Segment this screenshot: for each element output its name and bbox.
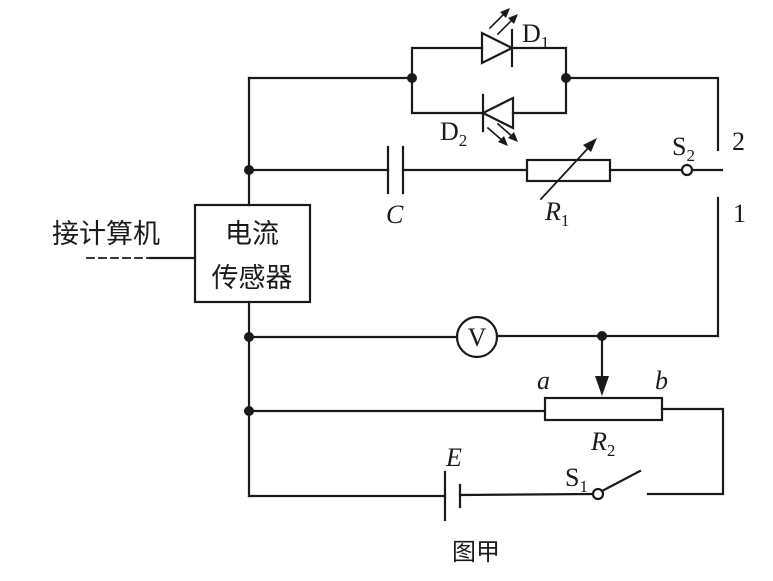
r1-label: R1: [544, 197, 569, 230]
sensor-label-line2: 传感器: [212, 263, 293, 294]
sensor-label-line1: 电流: [225, 219, 279, 250]
terminal-1-label: 1: [733, 199, 746, 228]
s1-pivot[interactable]: [591, 487, 605, 501]
s1-label: S1: [565, 463, 588, 496]
terminal-2-label: 2: [732, 127, 745, 156]
capacitor-label: C: [386, 200, 404, 229]
wiper-arrow-icon: [595, 376, 609, 396]
led-d2: [410, 76, 568, 146]
s2-label: S2: [672, 132, 695, 165]
battery-s1-wire: [458, 492, 595, 497]
r2-end-a-label: a: [537, 366, 550, 395]
battery-e: [443, 470, 462, 522]
light-emission-arrows-icon: [486, 122, 518, 146]
variable-resistor-r1: [525, 138, 612, 201]
voltmeter: V: [455, 315, 499, 359]
r2-label: R2: [590, 427, 615, 460]
battery-label: E: [445, 443, 462, 472]
r2-right-wire: [646, 407, 725, 496]
terminal-1-wire: [600, 196, 720, 338]
led-d1: [410, 8, 568, 80]
d2-label: D2: [440, 117, 467, 150]
svg-text:V: V: [468, 323, 487, 352]
r2-end-b-label: b: [655, 366, 668, 395]
figure-caption: 图甲: [452, 538, 500, 566]
light-emission-arrows-icon: [488, 8, 518, 36]
rheostat-r2: [543, 396, 664, 422]
s1-arm[interactable]: [600, 469, 642, 493]
d1-label: D1: [522, 19, 549, 52]
capacitor-c: [386, 145, 405, 195]
terminal-2-wire: [564, 76, 720, 152]
computer-label: 接计算机: [52, 219, 160, 250]
s2-pivot[interactable]: [680, 163, 694, 177]
current-sensor-box: [193, 203, 312, 304]
